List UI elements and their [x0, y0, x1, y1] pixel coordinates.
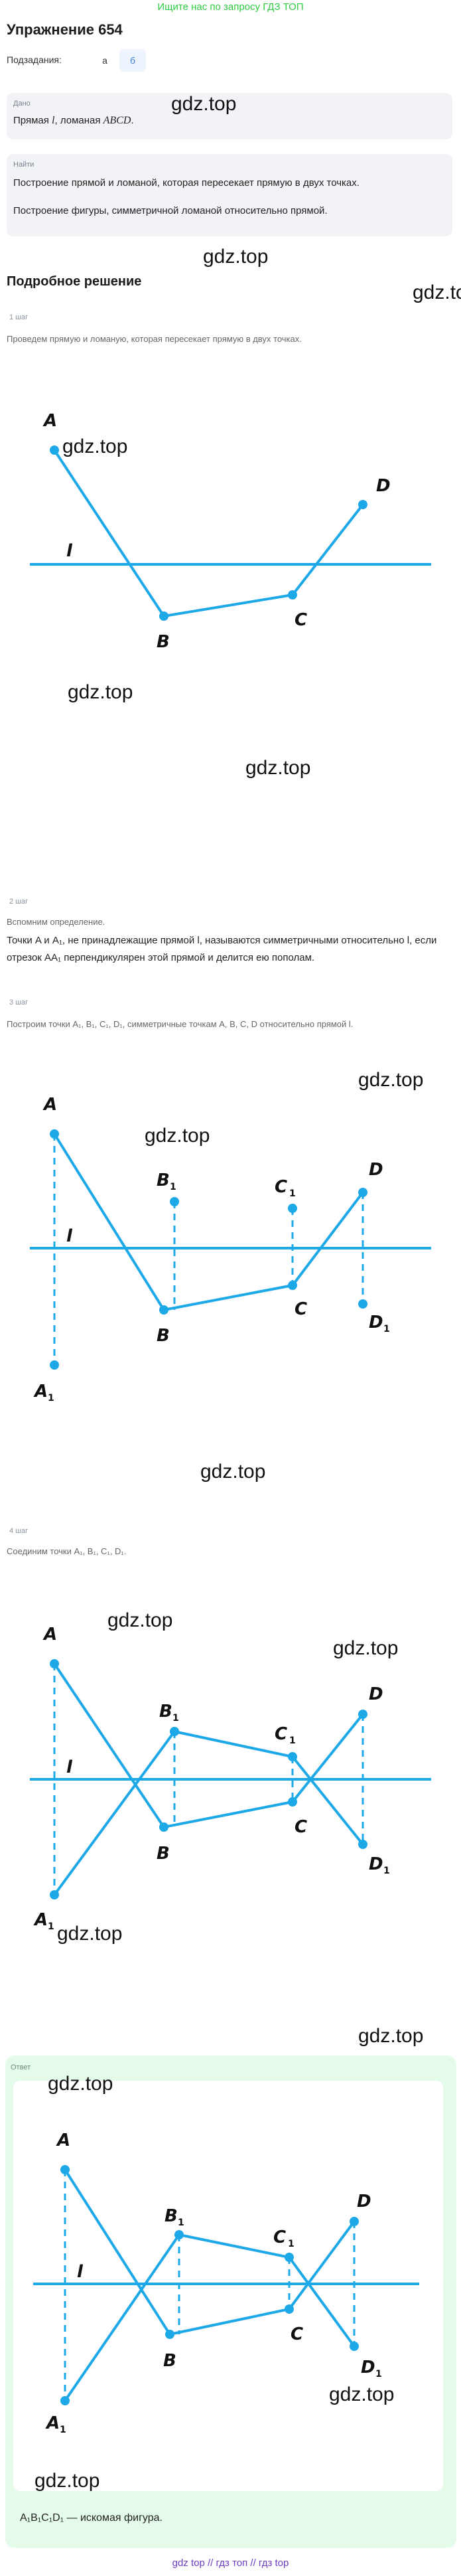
watermark: gdz.top [333, 1637, 399, 1659]
step-3-text: Построим точки A₁, B₁, C₁, D₁, симметрич… [7, 1019, 354, 1029]
watermark: gdz.top [245, 757, 311, 779]
label-B: B [157, 632, 170, 652]
watermark: gdz.top [413, 282, 461, 303]
label-D1: D [369, 1313, 383, 1332]
svg-text:1: 1 [375, 2369, 382, 2379]
label-A: A [42, 411, 57, 431]
svg-text:1: 1 [288, 2239, 295, 2249]
label-C: C [295, 1299, 307, 1319]
answer-figure-panel [13, 2081, 443, 2491]
find-line-1: Построение прямой и ломаной, которая пер… [13, 177, 360, 189]
label-D: D [357, 2192, 371, 2212]
label-C1: C [275, 1177, 287, 1197]
find-label: Найти [13, 161, 34, 169]
label-B: B [163, 2351, 176, 2371]
tab-a[interactable]: а [102, 55, 107, 66]
label-D: D [376, 476, 391, 496]
step-4-text: Соединим точки A₁, B₁, C₁, D₁. [7, 1546, 127, 1556]
watermark: gdz.top [145, 1125, 210, 1147]
label-A: A [56, 2131, 70, 2150]
svg-text:1: 1 [48, 1393, 54, 1404]
given-label: Дано [13, 100, 31, 108]
step-2-label: 2 шаг [9, 898, 29, 906]
figure-4: A B C D l B C D A 1 1 1 1 [30, 1625, 431, 1932]
svg-text:1: 1 [60, 2425, 66, 2435]
find-line-2: Построение фигуры, симметричной ломаной … [13, 205, 328, 216]
top-banner[interactable]: Ищите нас по запросу ГДЗ ТОП [157, 1, 304, 13]
find-box: Найти Построение прямой и ломаной, котор… [7, 154, 452, 236]
svg-text:1: 1 [170, 1182, 176, 1192]
watermark: gdz.top [203, 246, 269, 268]
answer-figure: A B C D l B C D A 1 1 1 1 [33, 2131, 419, 2435]
figure-1: A l B C D [30, 411, 431, 652]
svg-text:1: 1 [178, 2217, 184, 2228]
watermark: gdz.top [358, 1069, 424, 1091]
label-C1: C [275, 1724, 287, 1744]
label-D1: D [361, 2358, 375, 2377]
step-4-label: 4 шаг [9, 1527, 29, 1535]
solution-title: Подробное решение [7, 274, 142, 289]
svg-text:1: 1 [383, 1866, 390, 1876]
watermark: gdz.top [62, 436, 128, 457]
watermark: gdz.top [57, 1923, 123, 1945]
watermark: gdz.top [358, 2025, 424, 2047]
label-C: C [295, 1817, 307, 1837]
watermark: gdz.top [200, 1461, 266, 1483]
label-C1: C [273, 2227, 286, 2247]
label-A1: A [45, 2413, 60, 2433]
svg-text:1: 1 [48, 1921, 54, 1932]
answer-text: A₁B₁C₁D₁ — искомая фигура. [20, 2512, 163, 2524]
svg-text:1: 1 [172, 1713, 179, 1724]
label-D: D [369, 1160, 383, 1180]
tab-b[interactable]: б [119, 49, 146, 72]
label-l: l [66, 1226, 73, 1246]
label-D: D [369, 1684, 383, 1704]
svg-text:1: 1 [289, 1188, 296, 1199]
step-2-text-2: Точки A и A₁, не принадлежащие прямой l,… [7, 935, 437, 963]
step-2-text-1: Вспомним определение. [7, 917, 105, 927]
label-B1: B [165, 2206, 178, 2226]
label-D1: D [369, 1854, 383, 1874]
watermark: gdz.top [48, 2073, 113, 2095]
label-l: l [77, 2262, 84, 2282]
label-l: l [66, 541, 73, 561]
label-B: B [157, 1326, 170, 1346]
page-title: Упражнение 654 [7, 21, 123, 38]
given-text: Прямая l, ломаная ABCD. [13, 115, 134, 126]
watermark: gdz.top [171, 93, 237, 115]
watermark: gdz.top [68, 681, 133, 703]
answer-label: Ответ [11, 2063, 31, 2071]
watermark: gdz.top [34, 2470, 100, 2492]
label-B1: B [157, 1170, 170, 1190]
footer-links[interactable]: gdz top // гдз топ // гдз top [172, 2557, 289, 2569]
step-1-text: Проведем прямую и ломаную, которая перес… [7, 334, 302, 344]
label-C: C [291, 2324, 303, 2344]
label-l: l [66, 1757, 73, 1777]
svg-text:1: 1 [289, 1735, 296, 1746]
label-C: C [295, 610, 307, 630]
label-B: B [157, 1844, 170, 1864]
label-B1: B [159, 1702, 172, 1722]
figure-3: A B C D l B C D A 1 1 1 1 [30, 1095, 431, 1404]
subtasks-label: Подзадания: [7, 54, 62, 65]
label-A1: A [33, 1382, 48, 1402]
step-3-label: 3 шаг [9, 999, 29, 1006]
watermark: gdz.top [107, 1609, 173, 1631]
label-A1: A [33, 1910, 48, 1930]
given-box: Дано Прямая l, ломаная ABCD. [7, 93, 452, 139]
svg-text:1: 1 [383, 1324, 390, 1334]
label-A: A [42, 1625, 57, 1645]
watermark: gdz.top [329, 2383, 395, 2405]
label-A: A [42, 1095, 57, 1115]
step-1-label: 1 шаг [9, 313, 29, 321]
